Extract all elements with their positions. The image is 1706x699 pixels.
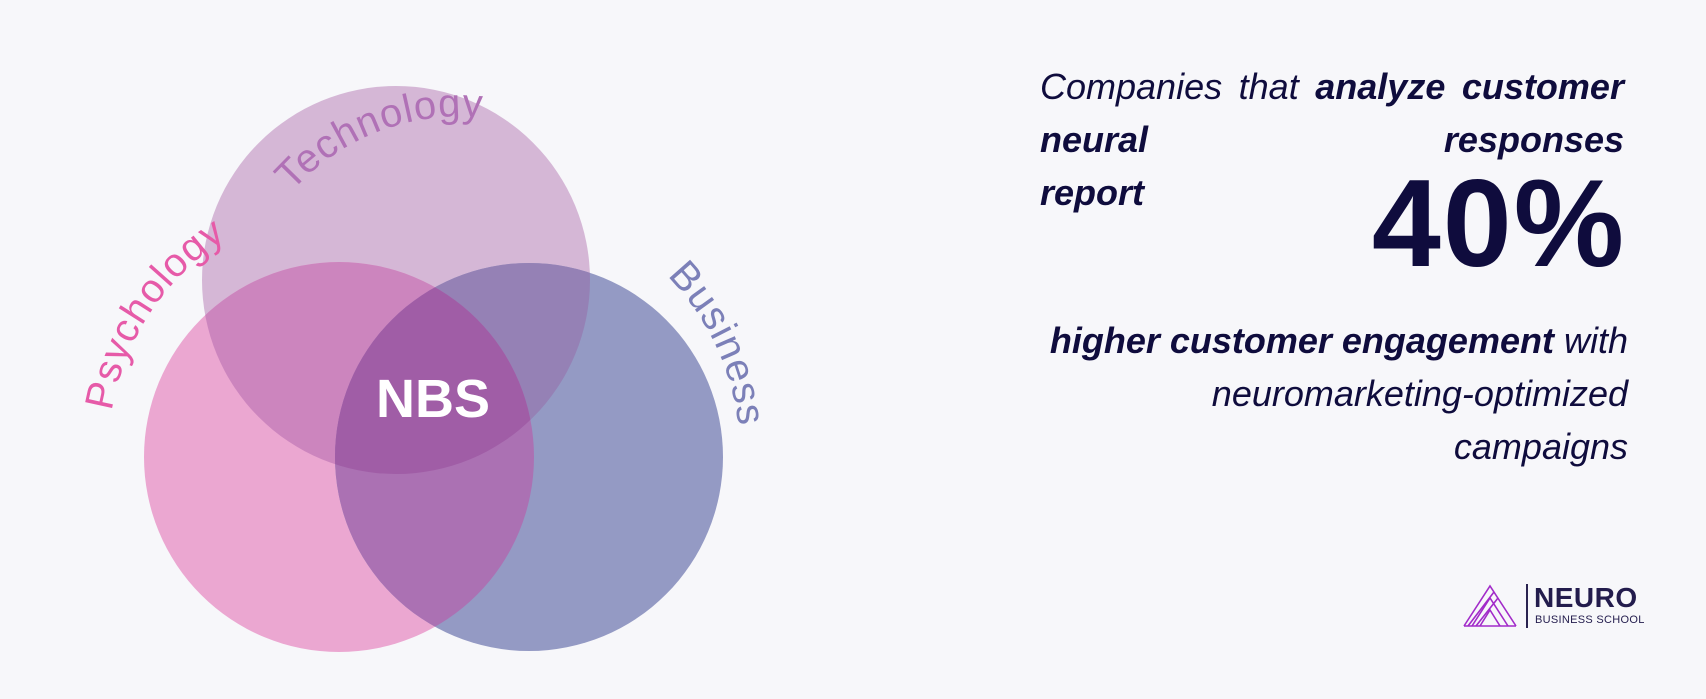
intro-bold-word: analyze (1315, 66, 1446, 107)
result-text: neuromarketing-optimized (1211, 373, 1628, 414)
intro-word: Companies (1040, 66, 1223, 107)
result-text: campaigns (1453, 426, 1628, 467)
intro-bold-word: responses (1443, 119, 1624, 160)
logo-divider (1526, 584, 1528, 628)
stat-intro-last-line: report 40% (1040, 162, 1624, 286)
stat-result: higher customer engagement with neuromar… (1032, 314, 1628, 473)
brand-tagline: BUSINESS SCHOOL (1535, 614, 1645, 626)
stat-text-block: Companies that analyze customer neural r… (1040, 60, 1636, 509)
triangle-logo-icon (1463, 584, 1517, 627)
intro-bold-word: report (1040, 172, 1145, 213)
result-bold: higher customer engagement (1049, 320, 1554, 361)
intro-bold-word: neural (1040, 119, 1149, 160)
intro-word: that (1238, 66, 1299, 107)
brand-name: NEURO (1534, 582, 1638, 613)
intro-bold-word: customer (1461, 66, 1624, 107)
venn-diagram: NBS Technology Psychology Business (77, 81, 772, 652)
brand-logo: NEURO BUSINESS SCHOOL (1462, 582, 1645, 630)
stat-value: 40% (1371, 155, 1626, 293)
venn-center-label: NBS (376, 369, 490, 429)
result-text: with (1563, 320, 1628, 361)
stat-intro: Companies that analyze customer neural r… (1040, 60, 1624, 166)
